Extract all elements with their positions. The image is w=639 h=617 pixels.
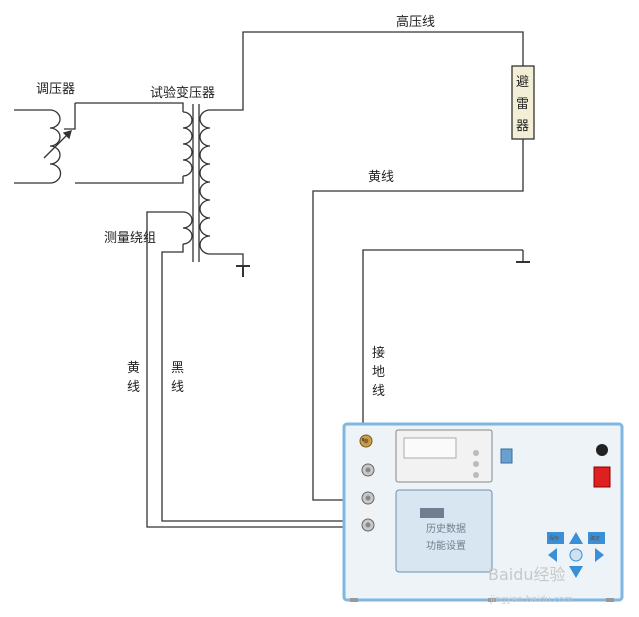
arrester-label-2: 雷 [516, 97, 529, 112]
key-save-label: 保存 [549, 535, 559, 542]
watermark-brand: Baidu经验 [488, 565, 566, 584]
test-transformer-label: 试验变压器 [150, 85, 215, 101]
power-switch [593, 466, 611, 488]
ground-wire-label-1: 接 [372, 345, 385, 361]
arrester-label-3: 器 [516, 119, 529, 134]
high-voltage-wire-label: 高压线 [396, 14, 435, 30]
printer [395, 429, 493, 483]
lcd-screen [395, 489, 493, 573]
terminal-3 [361, 491, 375, 505]
transformer-ground [210, 253, 250, 277]
measuring-winding-label: 测量绕组 [104, 231, 156, 246]
test-instrument: 历史数据 功能设置 保存 确定 [342, 422, 624, 602]
lcd-line-2: 功能设置 [426, 539, 466, 552]
primary-wires [75, 102, 184, 184]
yellow-wire-left-label-1: 黄 [127, 361, 140, 376]
lcd-line-1: 历史数据 [426, 522, 466, 535]
terminal-4 [361, 518, 375, 532]
measuring-winding-wires [146, 211, 366, 528]
high-voltage-wire [210, 31, 524, 111]
power-socket [596, 444, 608, 456]
test-transformer [182, 104, 211, 262]
voltage-regulator [14, 103, 76, 184]
black-wire-label-2: 线 [171, 380, 184, 395]
regulator-label: 调压器 [36, 82, 75, 97]
terminal-2 [361, 463, 375, 477]
hv-terminal [359, 434, 373, 448]
keypad [547, 532, 605, 578]
key-confirm-label: 确定 [590, 535, 600, 542]
black-wire-label-1: 黑 [171, 361, 184, 376]
yellow-wire-left-label-2: 线 [127, 380, 140, 395]
watermark-url: jingyan.baidu.com [489, 595, 573, 605]
ground-wire [362, 249, 530, 438]
yellow-wire-top-label: 黄线 [368, 170, 394, 185]
arrester-label-1: 避 [516, 75, 529, 90]
ground-wire-label-2: 地 [372, 365, 385, 380]
usb-port [500, 448, 513, 464]
ground-wire-label-3: 线 [372, 384, 385, 399]
yellow-wire-arrester [312, 139, 524, 501]
